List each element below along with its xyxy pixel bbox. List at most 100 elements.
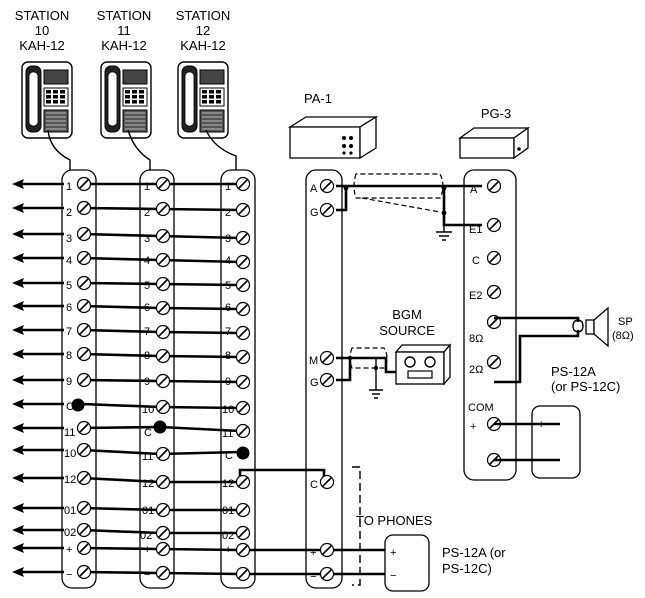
station-12-cord [205, 129, 237, 170]
s10-term-plus: + [66, 544, 72, 556]
s12-screw-13 [235, 502, 251, 518]
station-11-number: 11 [117, 23, 131, 38]
station-11-label-1: STATION [97, 8, 151, 23]
s10-term-4: 4 [66, 255, 72, 267]
s10-screw-3 [76, 250, 92, 266]
station-10-model: KAH-12 [19, 38, 65, 53]
s11-term-6: 6 [144, 302, 150, 314]
s11-term-01: 01 [142, 505, 154, 517]
s12-term-2: 2 [225, 207, 231, 219]
pg3-term-a: A [470, 184, 478, 196]
s11-screw-12 [155, 474, 171, 490]
s10-term-7: 7 [66, 326, 72, 338]
s10-screw-15 [76, 540, 92, 556]
s12-screw-8 [235, 374, 251, 390]
s12-term-4: 4 [225, 255, 231, 267]
s12-screw-12 [235, 474, 251, 490]
s11-screw-6 [155, 324, 171, 340]
s10-screw-6 [76, 322, 92, 338]
pg3-term-com: COM [468, 402, 494, 414]
s12-screw-9 [235, 400, 251, 416]
s11-term-11: 11 [142, 451, 153, 463]
station-12-terminals: 1 2 3 4 5 6 7 8 9 10 11 C 12 01 02 + − [222, 181, 234, 581]
phone-icon-10 [21, 61, 73, 139]
arrow-head-16 [12, 543, 24, 553]
pa1-term-plus: + [310, 547, 316, 559]
s12-term-12: 12 [222, 478, 234, 490]
s12-term-6: 6 [225, 302, 231, 314]
speaker-wire-com [494, 330, 580, 384]
station-11-model: KAH-12 [101, 38, 147, 53]
arrow-head-6 [12, 301, 24, 311]
arrow-head-3 [12, 229, 24, 239]
s10-term-c: C [66, 401, 74, 413]
pa1-term-a: A [310, 183, 318, 195]
s11-screw-9 [155, 399, 171, 415]
arrow-head-10 [12, 399, 24, 409]
pa1-term-g: G [310, 207, 319, 219]
s10-screw-0 [76, 176, 92, 192]
station-10-number: 10 [35, 23, 49, 38]
s12-term-9: 9 [225, 376, 231, 388]
s12-term-1: 1 [225, 181, 231, 193]
svg-text:+: + [470, 421, 476, 433]
s10-term-1: 1 [66, 181, 72, 193]
bgm-label-1: BGM [392, 307, 422, 322]
pa1-screw-1 [319, 202, 335, 218]
bgm-wire [336, 356, 396, 374]
s12-screw-4 [235, 277, 251, 293]
s11-term-02: 02 [140, 530, 152, 542]
s12-term-01: 01 [222, 505, 234, 517]
ps-bottom: + − PS-12A (or PS-12C) [384, 534, 506, 592]
s10-screw-14 [76, 522, 92, 538]
station-11-terminals: 1 2 3 4 5 6 7 8 9 10 C 11 12 01 02 + − [140, 181, 154, 581]
station-10-cord [47, 129, 71, 170]
s11-term-minus: − [144, 569, 150, 581]
s10-term-5: 5 [66, 280, 72, 292]
station-12-model: KAH-12 [180, 38, 226, 53]
s11-screw-7 [155, 348, 171, 364]
s11-term-5: 5 [144, 280, 150, 292]
s10-screw-10 [76, 420, 92, 436]
pa1-term-m: M [309, 355, 318, 367]
s12-screw-7 [235, 349, 251, 365]
arrow-head-14 [12, 503, 24, 513]
pg3-term-e1: E1 [469, 224, 482, 236]
ground-symbol-1 [436, 213, 452, 241]
pa1-screw-3 [319, 372, 335, 388]
s12-term-8: 8 [225, 350, 231, 362]
s10-term-01: 01 [64, 505, 76, 517]
pa1-unit: PA-1 [287, 91, 379, 160]
speaker-label-1: SP [618, 316, 633, 328]
s12-term-3: 3 [225, 233, 231, 245]
pa1-title: PA-1 [304, 91, 332, 106]
s10-screw-8 [76, 372, 92, 388]
s10-screw-2 [76, 226, 92, 242]
ps-bottom-label-2: PS-12C) [442, 561, 492, 576]
s12-term-02: 02 [222, 530, 234, 542]
pg3-screw-5 [486, 354, 502, 370]
arrow-head-12 [12, 445, 24, 455]
pg3-unit: PG-3 [457, 106, 531, 160]
s12-term-plus: + [225, 544, 231, 556]
s11-screw-13 [155, 502, 171, 518]
s11-screw-3 [155, 252, 171, 268]
ps-right-label-2: (or PS-12C) [551, 379, 620, 394]
pa1-screw-2 [319, 350, 335, 366]
s10-term-9: 9 [66, 376, 72, 388]
pg3-term-8ohm: 8Ω [469, 333, 483, 345]
s12-term-5: 5 [225, 280, 231, 292]
station-11-cord [127, 129, 151, 170]
pa1-term-g2: G [310, 377, 319, 389]
s11-term-8: 8 [144, 350, 150, 362]
ground-symbol-2 [369, 380, 383, 399]
phone-icon-12 [177, 61, 229, 139]
s11-term-4: 4 [144, 255, 150, 267]
station-10-terminals: 1 2 3 4 5 6 7 8 9 C 11 10 12 01 02 + − [64, 181, 76, 581]
s11-term-2: 2 [144, 207, 150, 219]
s11-screw-4 [155, 276, 171, 292]
s12-screw-1 [235, 202, 251, 218]
s11-term-3: 3 [144, 233, 150, 245]
pa1-screw-5 [319, 542, 335, 558]
